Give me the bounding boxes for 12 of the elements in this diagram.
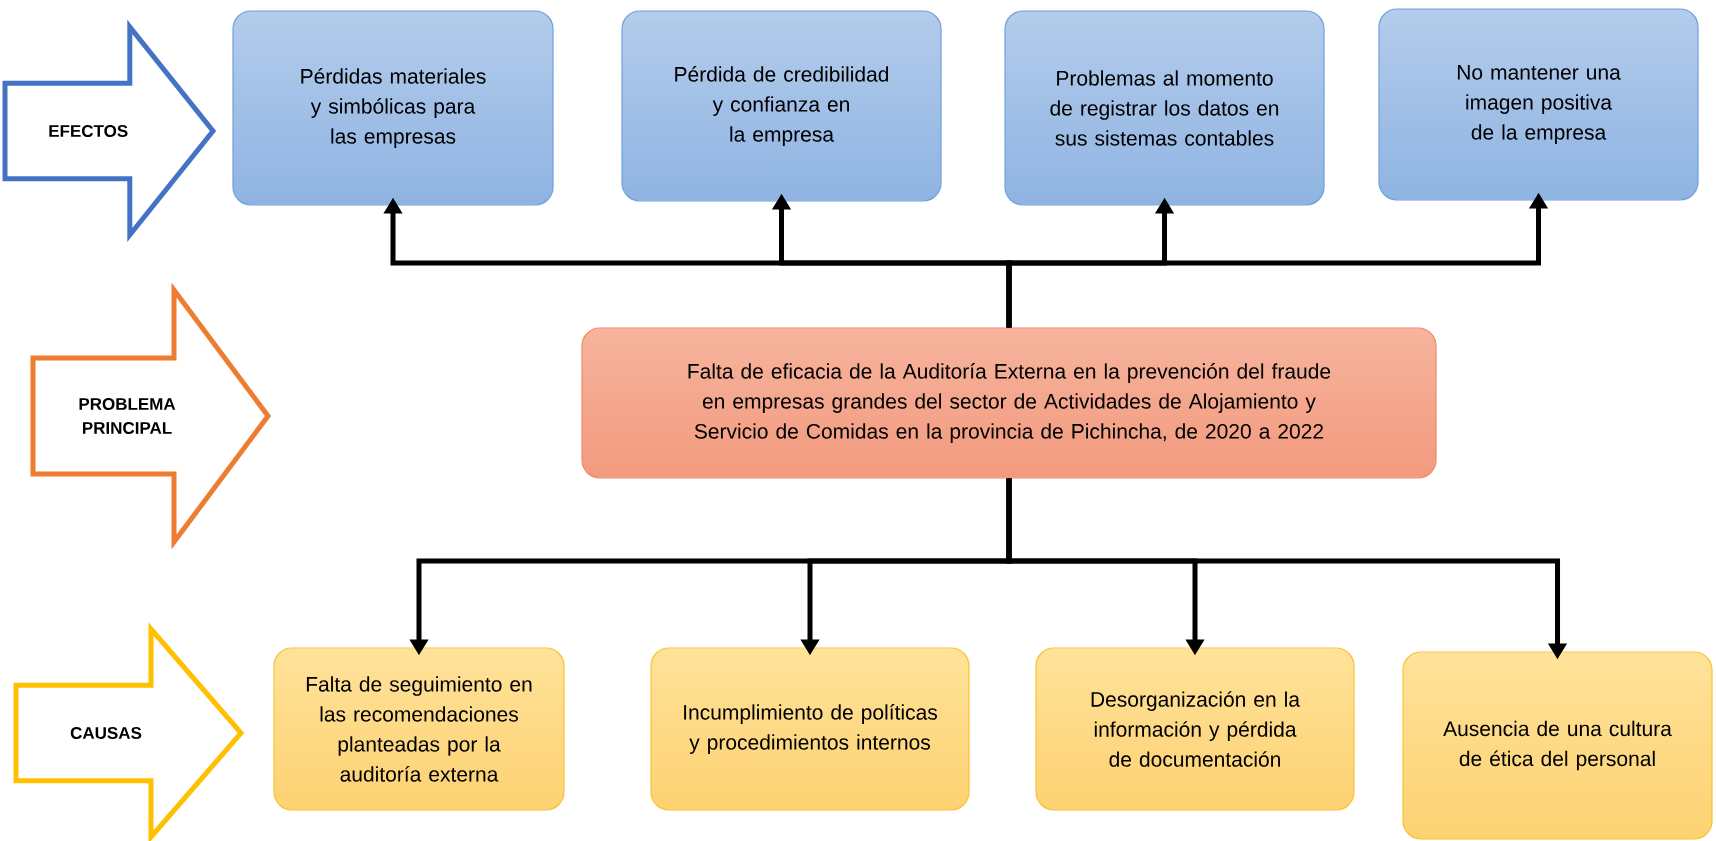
section-heading: EFECTOS xyxy=(2,19,217,243)
effect-box: Pérdida de credibilidad y confianza en la empresa xyxy=(621,10,942,202)
cause-box: Ausencia de una cultura de ética del personal xyxy=(1402,651,1713,840)
cause-box: Falta de seguimiento en las recomendaciones planteadas por la auditoría externa xyxy=(273,647,565,811)
cause-box: Desorganización en la información y pérdida de documentación xyxy=(1035,647,1355,811)
section-heading: CAUSAS xyxy=(13,622,245,841)
section-heading: PROBLEMA PRINCIPAL xyxy=(30,282,272,550)
problem-box: Falta de eficacia de la Auditoría Externa en la prevención del fraude en empresas grandes del sector de Actividades de Alojamiento y Servicio de Comidas en la provincia de Pichincha, de 2020 a 2022 xyxy=(581,327,1437,479)
effect-box: Problemas al momento de registrar los datos en sus sistemas contables xyxy=(1004,10,1325,206)
effect-box: No mantener una imagen positiva de la empresa xyxy=(1378,8,1699,201)
effect-box: Pérdidas materiales y simbólicas para las empresas xyxy=(232,10,554,206)
cause-box: Incumplimiento de políticas y procedimientos internos xyxy=(650,647,970,811)
